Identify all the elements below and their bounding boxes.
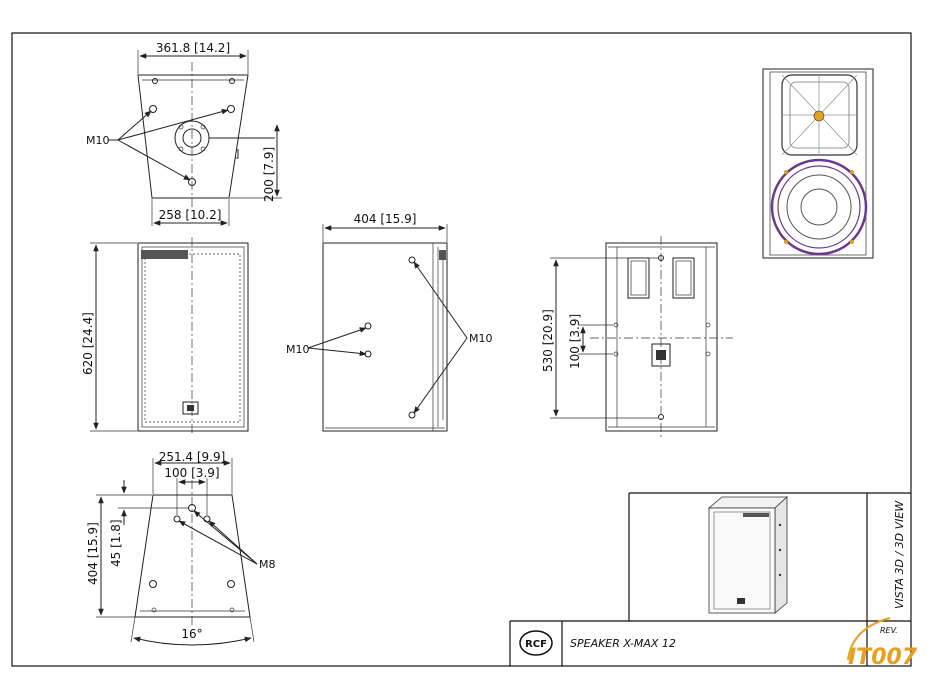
label-side-m10-left: M10 <box>286 343 310 356</box>
dim-rear-height: 530 [20.9] <box>541 309 555 372</box>
front-view: 620 [24.4] <box>81 237 249 435</box>
dim-bottom-spacing: 100 [3.9] <box>164 466 219 480</box>
3d-speaker-preview <box>707 496 789 614</box>
watermark-text: IT007 <box>848 645 918 670</box>
logo-text: RCF <box>525 639 547 650</box>
dim-bottom-width-2: 251.4 [9.9] <box>159 450 226 464</box>
dim-bottom-angle: 16° <box>181 627 202 641</box>
front-grille-slot <box>141 250 188 259</box>
rcf-logo <box>519 630 553 656</box>
dim-top-depth: 200 [7.9] <box>262 147 276 202</box>
label-bottom-m8: M8 <box>259 558 276 571</box>
top-view: 361.8 [14.2] 258 [10.2] 200 [7.9] M10 <box>86 41 282 226</box>
title-block: VISTA 3D / 3D VIEW RCF SPEAKER X-MAX 12 … <box>509 492 911 666</box>
side-view: 404 [15.9] M10 M10 <box>286 212 493 432</box>
label-side-m10-right: M10 <box>469 332 493 345</box>
drawing-frame <box>11 32 912 667</box>
view-label: VISTA 3D / 3D VIEW <box>893 500 906 609</box>
dim-bottom-width: 258 [10.2] <box>159 208 222 222</box>
dim-bottom-depth: 404 [15.9] <box>86 522 100 585</box>
dim-top-width: 361.8 [14.2] <box>156 41 230 55</box>
label-top-m10: M10 <box>86 134 110 147</box>
bottom-view: 251.4 [9.9] 100 [3.9] 404 [15.9] 45 [1.8… <box>86 450 276 646</box>
dim-side-width: 404 [15.9] <box>354 212 417 226</box>
product-name: SPEAKER X-MAX 12 <box>570 637 676 650</box>
dim-bottom-offset: 45 [1.8] <box>109 519 123 567</box>
rev-label: REV. <box>880 626 898 635</box>
dim-rear-spacing: 100 [3.9] <box>568 314 582 369</box>
rear-view: 530 [20.9] 100 [3.9] <box>541 236 733 440</box>
front-open-view <box>762 68 874 259</box>
dim-front-height: 620 [24.4] <box>81 312 95 375</box>
watermark: IT007 <box>847 617 918 670</box>
